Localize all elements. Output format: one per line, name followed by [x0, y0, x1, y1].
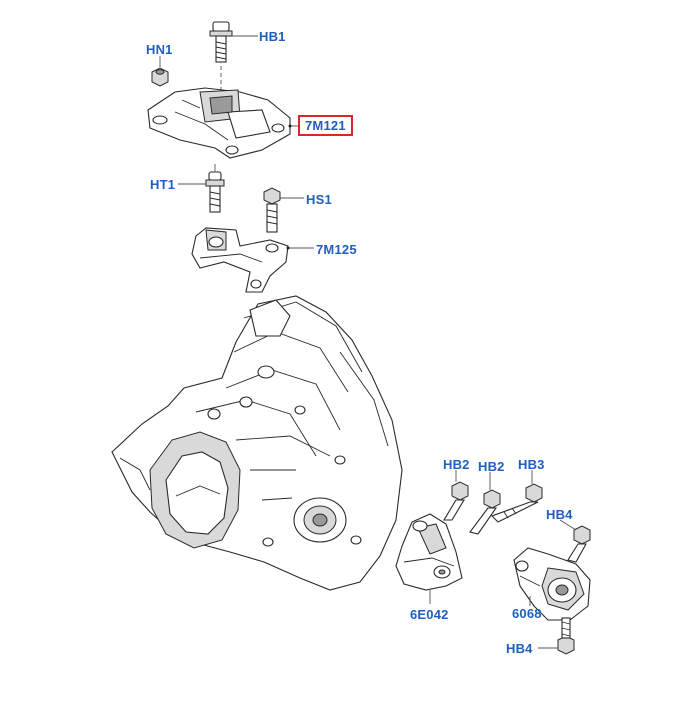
label-6e042: 6E042 [410, 607, 449, 622]
label-hb2-left: HB2 [443, 457, 470, 472]
bracket-6e042 [395, 513, 463, 604]
label-7m125: 7M125 [316, 242, 357, 257]
label-hb4-bottom: HB4 [506, 641, 533, 656]
label-hb3: HB3 [518, 457, 545, 472]
mount-7m121 [147, 87, 300, 159]
label-hn1: HN1 [146, 42, 173, 57]
bolt-hb2-left [443, 470, 469, 521]
bolt-hs1 [263, 187, 304, 233]
label-6068: 6068 [512, 606, 542, 621]
bolt-hb2-right [469, 472, 501, 535]
bolt-hb4-bottom [538, 617, 575, 655]
label-hb1: HB1 [259, 29, 286, 44]
label-hs1: HS1 [306, 192, 332, 207]
nut-hn1 [151, 56, 169, 87]
label-hb2-right: HB2 [478, 459, 505, 474]
label-hb4-top: HB4 [546, 507, 573, 522]
transmission-housing [111, 295, 403, 591]
mount-7m125 [191, 227, 314, 293]
label-ht1: HT1 [150, 177, 176, 192]
bolt-hb1 [209, 21, 233, 95]
stud-ht1 [178, 164, 225, 213]
bolt-hb3 [491, 470, 543, 523]
mount-6068 [513, 547, 591, 621]
label-7m121: 7M121 [298, 115, 353, 136]
bolt-hb4-top [559, 519, 591, 563]
